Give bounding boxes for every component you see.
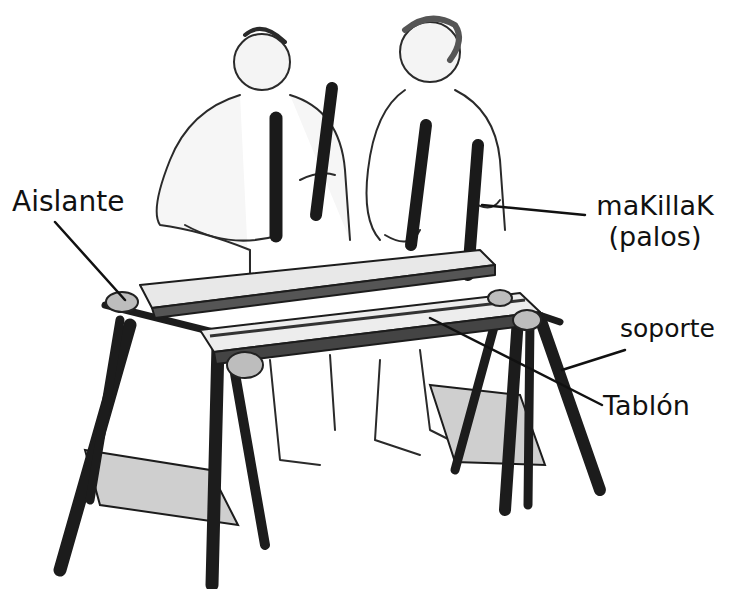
part-label: soporte [620, 315, 755, 344]
makilla-stick [270, 118, 283, 236]
insulator [513, 310, 541, 330]
insulator [488, 290, 512, 306]
person-legs [270, 355, 335, 465]
plank-face [214, 312, 540, 364]
trestle-leg [528, 320, 530, 505]
leader-line [55, 222, 125, 300]
part-label: Aislante [12, 186, 172, 218]
insulator [227, 352, 263, 378]
makilla-stick [411, 125, 426, 245]
hair [245, 29, 285, 42]
leader-line [482, 205, 585, 215]
leader-line [562, 350, 625, 370]
part-label: Tablón [603, 390, 743, 421]
person-head [234, 34, 290, 90]
hair [405, 19, 459, 60]
trestle-leg [505, 318, 518, 510]
trestle-leg [212, 345, 218, 585]
trestle-leg [540, 318, 600, 490]
trestle-leg [90, 320, 120, 500]
person-body [367, 90, 506, 240]
part-label: maKillaK (palos) [565, 190, 745, 252]
person-head [400, 22, 460, 82]
person-arm [185, 225, 280, 241]
leader-line [430, 318, 602, 405]
makilla-stick [316, 88, 332, 215]
plank-shading [210, 300, 525, 336]
